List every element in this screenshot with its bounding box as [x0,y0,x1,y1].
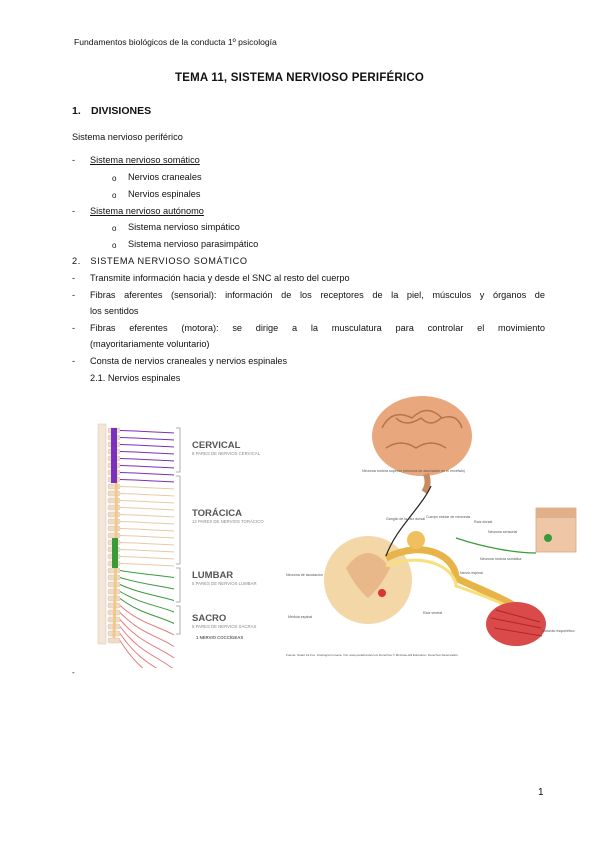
spinal-nerve-line [119,479,175,483]
region-sacral-desc: 5 PARES DE NERVIOS SACRAS [192,624,256,629]
spinal-nerve-line [119,507,175,511]
page-header: Fundamentos biológicos de la conducta 1º… [74,37,277,47]
division-somatic: Sistema nervioso somático [90,155,200,165]
spinal-nerve-line [119,605,175,636]
trailing-dash: - [72,668,75,677]
list-dash: - [72,356,76,366]
region-sacral-label: SACRO [192,613,226,624]
spinal-nerve-line [119,570,175,578]
label-sensory-neuron: Neurona sensorial [488,530,517,534]
spinal-nerve-line [119,598,175,624]
label-spinal-nerve: Nervio espinal [460,571,483,575]
label-spinal-cord: Médula espinal [288,615,312,619]
list-item: Nervios craneales [128,172,202,182]
spinal-nerves-figure: CERVICAL 8 PARES DE NERVIOS CERVICAL TOR… [97,396,577,668]
bullet-icon: o [112,174,117,183]
bullet-icon: o [112,224,117,233]
list-item: Nervios espinales [128,189,201,199]
label-dorsal-root: Raíz dorsal [474,520,492,524]
list-item: Sistema nervioso parasimpático [128,239,259,249]
spinal-nerve-line [119,584,175,601]
bullet-icon: o [112,191,117,200]
region-brackets [176,427,181,635]
label-dorsal-ganglion: Ganglio de la raíz dorsal [386,517,425,521]
spinal-nerve-line [119,521,175,525]
list-dash: - [72,206,76,216]
spinal-nerve-line [119,500,175,504]
spinal-nerve-line [119,542,175,546]
coccygeal-label: 1 NERVIO COCCÍGEAS [196,635,243,640]
list-item: Sistema nervioso simpático [128,222,240,232]
section-2-title: SISTEMA NERVIOSO SOMÁTICO [90,256,248,266]
brain-illustration [372,396,472,494]
muscle-illustration [486,602,546,646]
label-cell-body: Cuerpo celular de neuronas [426,515,471,519]
spinal-nerve-line [119,619,175,659]
list-dash: - [72,290,76,300]
label-somatic-motor: Neurona motora somática [480,557,521,561]
bullet-icon: o [112,241,117,250]
spinal-nerve-line [119,430,175,434]
spinal-nerve-line [119,626,173,668]
spinal-nerve-line [119,612,175,647]
spinal-nerve-line [119,528,175,532]
list-dash: - [72,155,76,165]
spinal-nerve-line [119,577,175,590]
spinal-nerve-line [119,633,158,668]
spinal-nerve-line [119,472,175,476]
list-item-continued: (mayoritariamente voluntario) [90,339,210,349]
region-lumbar-desc: 5 PARES DE NERVIOS LUMBAR [192,581,257,586]
spinal-nerve-line [119,465,175,469]
list-dash: - [72,273,76,283]
document-title: TEMA 11, SISTEMA NERVIOSO PERIFÉRICO [175,72,424,84]
spinal-nerve-line [119,591,175,613]
spinal-nerve-line [119,640,144,668]
region-cervical-label: CERVICAL [192,440,241,451]
section-1-heading: 1. DIVISIONES [72,105,151,117]
label-assoc-neuron: Neurona de asociación [286,573,323,577]
section-2-heading: 2. SISTEMA NERVIOSO SOMÁTICO [72,256,248,266]
spinal-column-illustration [97,423,175,668]
list-item: Fibras aferentes (sensorial): informació… [90,290,545,300]
skin-illustration [535,507,577,553]
region-thoracic-desc: 12 PARES DE NERVIOS TORÁCICO [192,519,264,524]
spinal-nerve-line [119,549,175,553]
page-number: 1 [538,787,544,798]
spinal-nerve-line [119,437,175,441]
section-1-number: 1. [72,105,81,117]
spinal-nerve-line [119,444,175,448]
spinal-nerve-line [119,493,175,497]
list-item-continued: los sentidos [90,306,139,316]
spinal-nerve-line [119,514,175,518]
intro-text: Sistema nervioso periférico [72,132,183,142]
spinal-cord-section [324,485,537,624]
figure-source: Fuente: Stuart Ira Fox. Fisiología human… [286,653,459,657]
list-dash: - [72,323,76,333]
spinal-nerve-line [119,451,175,455]
region-cervical-desc: 8 PARES DE NERVIOS CERVICAL [192,451,261,456]
label-skeletal-muscle: Músculo esquelético [542,629,575,633]
region-thoracic-label: TORÁCICA [192,508,242,519]
subsection-heading: 2.1. Nervios espinales [90,373,181,383]
region-lumbar-label: LUMBAR [192,570,233,581]
division-autonomic: Sistema nervioso autónomo [90,206,204,216]
spinal-nerve-line [119,563,175,567]
list-item: Transmite información hacia y desde el S… [90,273,350,283]
section-1-title: DIVISIONES [91,105,152,117]
label-ventral-root: Raíz ventral [423,611,442,615]
section-2-number: 2. [72,256,81,266]
label-upper-motor: Neurona motora superior (neurona de asoc… [362,469,465,473]
list-item: Fibras eferentes (motora): se dirige a l… [90,323,545,333]
spinal-nerve-line [119,486,175,490]
spinal-nerve-line [119,556,175,560]
spinal-nerve-line [119,458,175,462]
list-item: Consta de nervios craneales y nervios es… [90,356,288,366]
spinal-nerve-line [119,535,175,539]
